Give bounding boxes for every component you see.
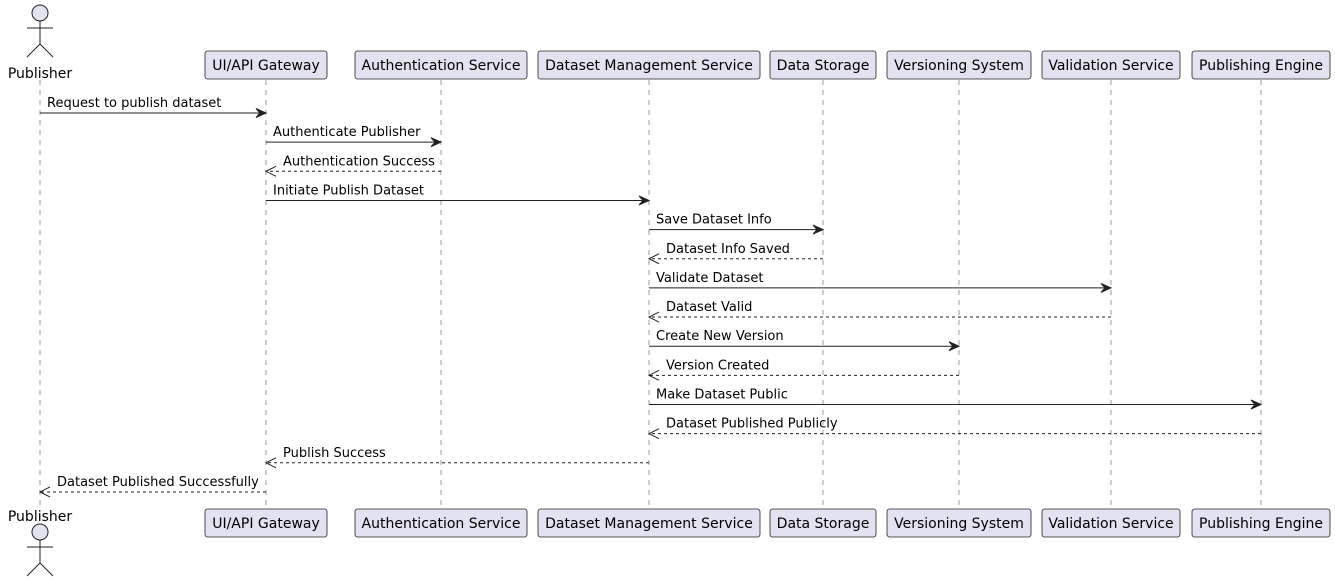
message-label: Request to publish dataset bbox=[47, 96, 221, 111]
message-2: Authenticate Publisher bbox=[266, 125, 443, 148]
actor-leg-left bbox=[26, 562, 41, 577]
participant-label: UI/API Gateway bbox=[212, 58, 320, 74]
message-label: Version Created bbox=[666, 358, 769, 373]
participant-box bbox=[537, 508, 761, 538]
participant-label: Publishing Engine bbox=[1199, 516, 1323, 532]
participant-label: Dataset Management Service bbox=[545, 58, 753, 74]
participant-publishing-top: Publishing Engine bbox=[1191, 50, 1331, 80]
message-13: Publish Success bbox=[264, 446, 649, 469]
participant-validation-bottom: Validation Service bbox=[1041, 508, 1181, 538]
participant-label: Validation Service bbox=[1048, 516, 1173, 532]
participant-box bbox=[204, 50, 328, 80]
arrow-head-filled bbox=[638, 195, 651, 206]
participant-box bbox=[769, 508, 877, 538]
message-label: Authentication Success bbox=[283, 154, 435, 169]
message-12: Dataset Published Publicly bbox=[647, 417, 1261, 440]
participant-storage-top: Data Storage bbox=[769, 50, 877, 80]
arrow-head-open bbox=[264, 457, 277, 469]
arrow-head-open bbox=[38, 486, 51, 498]
actor-head bbox=[31, 4, 49, 22]
arrow-head-filled bbox=[255, 108, 268, 118]
participant-label: Dataset Management Service bbox=[545, 516, 753, 532]
message-3: Authentication Success bbox=[264, 154, 441, 177]
actor-label: Publisher bbox=[8, 66, 73, 82]
participant-box bbox=[354, 508, 528, 538]
participant-label: Data Storage bbox=[777, 58, 870, 74]
message-5: Save Dataset Info bbox=[649, 213, 825, 235]
message-label: Dataset Valid bbox=[666, 300, 752, 315]
participant-box bbox=[886, 50, 1032, 80]
participant-box bbox=[886, 508, 1032, 538]
participant-label: Validation Service bbox=[1048, 58, 1173, 74]
participants-top: Publisher UI/API Gateway Authentication Se… bbox=[8, 4, 1331, 82]
message-label: Authenticate Publisher bbox=[273, 125, 421, 140]
actor-bottom: Publisher bbox=[8, 509, 73, 577]
participant-storage-bottom: Data Storage bbox=[769, 508, 877, 538]
participant-label: UI/API Gateway bbox=[212, 516, 320, 532]
arrow-head-filled bbox=[430, 137, 443, 148]
arrow-head-open bbox=[647, 428, 660, 440]
arrow-head-filled bbox=[1250, 399, 1263, 410]
message-label: Dataset Info Saved bbox=[666, 242, 790, 257]
participant-publishing-bottom: Publishing Engine bbox=[1191, 508, 1331, 538]
participant-label: Authentication Service bbox=[362, 516, 521, 532]
participant-box bbox=[1041, 508, 1181, 538]
lifelines bbox=[39, 80, 1262, 508]
participant-label: Versioning System bbox=[894, 516, 1024, 532]
message-label: Publish Success bbox=[283, 446, 386, 461]
participant-label: Authentication Service bbox=[362, 58, 521, 74]
participant-box bbox=[769, 50, 877, 80]
arrow-head-open bbox=[264, 165, 277, 177]
arrow-head-open bbox=[647, 311, 660, 323]
arrow-head-open bbox=[647, 369, 660, 381]
actor-head bbox=[31, 523, 49, 541]
participant-label: Data Storage bbox=[777, 516, 870, 532]
message-label: Initiate Publish Dataset bbox=[273, 183, 424, 198]
participant-box bbox=[537, 50, 761, 80]
participants-bottom: Publisher UI/API Gateway Authentication Se… bbox=[8, 508, 1331, 577]
participant-validation-top: Validation Service bbox=[1041, 50, 1181, 80]
actor-leg-right bbox=[39, 43, 54, 58]
message-7: Validate Dataset bbox=[649, 271, 1113, 293]
participant-box bbox=[354, 50, 528, 80]
message-10: Version Created bbox=[647, 358, 959, 381]
participant-auth-bottom: Authentication Service bbox=[354, 508, 528, 538]
message-1: Request to publish dataset bbox=[40, 96, 268, 118]
participant-box bbox=[204, 508, 328, 538]
participant-auth-top: Authentication Service bbox=[354, 50, 528, 80]
message-label: Create New Version bbox=[656, 329, 784, 344]
actor-label: Publisher bbox=[8, 509, 73, 525]
participant-dms-top: Dataset Management Service bbox=[537, 50, 761, 80]
participant-versioning-bottom: Versioning System bbox=[886, 508, 1032, 538]
participant-box bbox=[1191, 50, 1331, 80]
participant-gateway-top: UI/API Gateway bbox=[204, 50, 328, 80]
message-label: Dataset Published Publicly bbox=[666, 417, 838, 432]
message-9: Create New Version bbox=[649, 329, 961, 352]
participant-dms-bottom: Dataset Management Service bbox=[537, 508, 761, 538]
participant-gateway-bottom: UI/API Gateway bbox=[204, 508, 328, 538]
message-label: Dataset Published Successfully bbox=[57, 475, 259, 490]
message-8: Dataset Valid bbox=[647, 300, 1111, 323]
participant-label: Publishing Engine bbox=[1199, 58, 1323, 74]
message-label: Save Dataset Info bbox=[656, 213, 772, 228]
arrow-head-open bbox=[647, 253, 660, 265]
message-4: Initiate Publish Dataset bbox=[266, 183, 651, 206]
actor-leg-left bbox=[26, 43, 41, 58]
participant-box bbox=[1041, 50, 1181, 80]
participant-label: Versioning System bbox=[894, 58, 1024, 74]
arrow-head-filled bbox=[1100, 282, 1113, 293]
actor-top: Publisher bbox=[8, 4, 73, 82]
message-label: Make Dataset Public bbox=[656, 388, 788, 403]
message-6: Dataset Info Saved bbox=[647, 242, 823, 265]
message-label: Validate Dataset bbox=[656, 271, 763, 286]
message-14: Dataset Published Successfully bbox=[38, 475, 266, 498]
participant-versioning-top: Versioning System bbox=[886, 50, 1032, 80]
message-11: Make Dataset Public bbox=[649, 388, 1263, 410]
actor-leg-right bbox=[39, 562, 54, 577]
participant-box bbox=[1191, 508, 1331, 538]
arrow-head-filled bbox=[812, 224, 825, 235]
arrow-head-filled bbox=[948, 341, 961, 352]
